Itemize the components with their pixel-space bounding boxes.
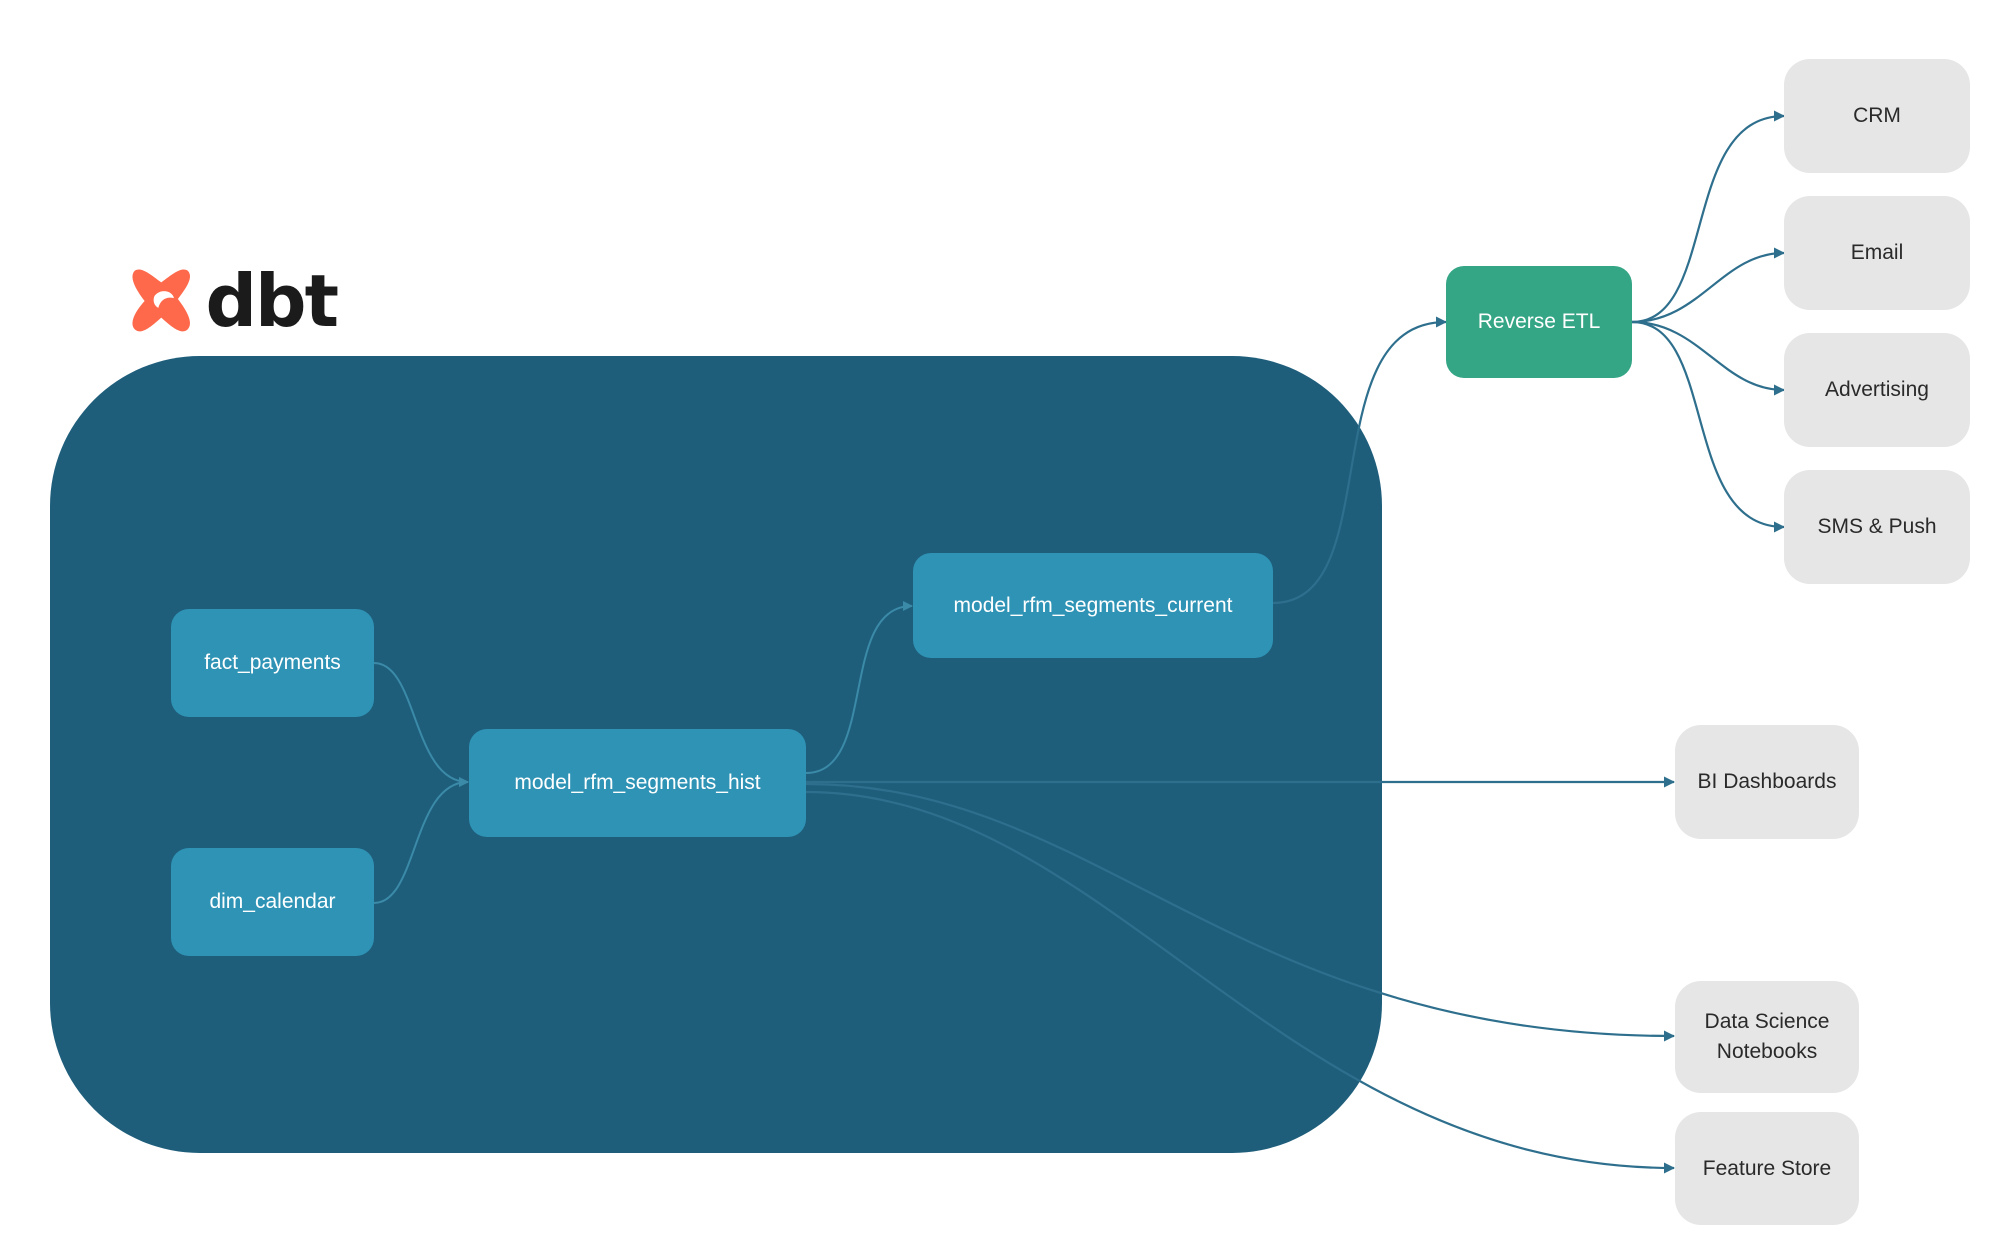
edge-reverse-etl-to-sms-push: [1631, 320, 1785, 533]
edge-reverse-etl-to-crm: [1631, 110, 1785, 324]
node-feature-store-label: Feature Store: [1702, 1156, 1832, 1180]
node-crm[interactable]: CRM: [1784, 59, 1970, 173]
dbt-logo: dbt: [127, 259, 339, 343]
node-sms-push-label: SMS & Push: [1817, 515, 1937, 538]
node-advertising[interactable]: Advertising: [1784, 333, 1970, 447]
node-model-rfm-segments-hist-label: model_rfm_segments_hist: [514, 771, 761, 794]
node-feature-store[interactable]: Feature Store: [1675, 1112, 1859, 1225]
edge-reverse-etl-to-advertising: [1631, 320, 1785, 396]
node-dim-calendar[interactable]: dim_calendar: [171, 848, 374, 956]
node-reverse-etl-label: Reverse ETL: [1477, 310, 1601, 333]
node-crm-label: CRM: [1853, 104, 1901, 127]
node-bi-dashboards[interactable]: BI Dashboards: [1675, 725, 1859, 839]
node-model-rfm-segments-current-label: model_rfm_segments_current: [953, 593, 1233, 617]
node-advertising-label: Advertising: [1825, 378, 1929, 401]
node-fact-payments-label: fact_payments: [204, 651, 341, 674]
node-fact-payments[interactable]: fact_payments: [171, 609, 374, 717]
node-model-rfm-segments-hist[interactable]: model_rfm_segments_hist: [469, 729, 806, 837]
dbt-logo-text: dbt: [205, 259, 339, 343]
dbt-logo-icon: [132, 269, 191, 332]
node-model-rfm-segments-current[interactable]: model_rfm_segments_current: [913, 553, 1273, 658]
node-data-science-notebooks-label: Data Science Notebooks: [1704, 1010, 1830, 1063]
node-reverse-etl[interactable]: Reverse ETL: [1446, 266, 1632, 378]
node-data-science-notebooks[interactable]: Data Science Notebooks: [1675, 981, 1859, 1093]
edge-reverse-etl-to-email: [1631, 247, 1785, 324]
node-bi-dashboards-label: BI Dashboards: [1697, 770, 1837, 793]
node-dim-calendar-label: dim_calendar: [209, 890, 336, 913]
node-email-label: Email: [1850, 241, 1904, 264]
node-email[interactable]: Email: [1784, 196, 1970, 310]
node-sms-push[interactable]: SMS & Push: [1784, 470, 1970, 584]
